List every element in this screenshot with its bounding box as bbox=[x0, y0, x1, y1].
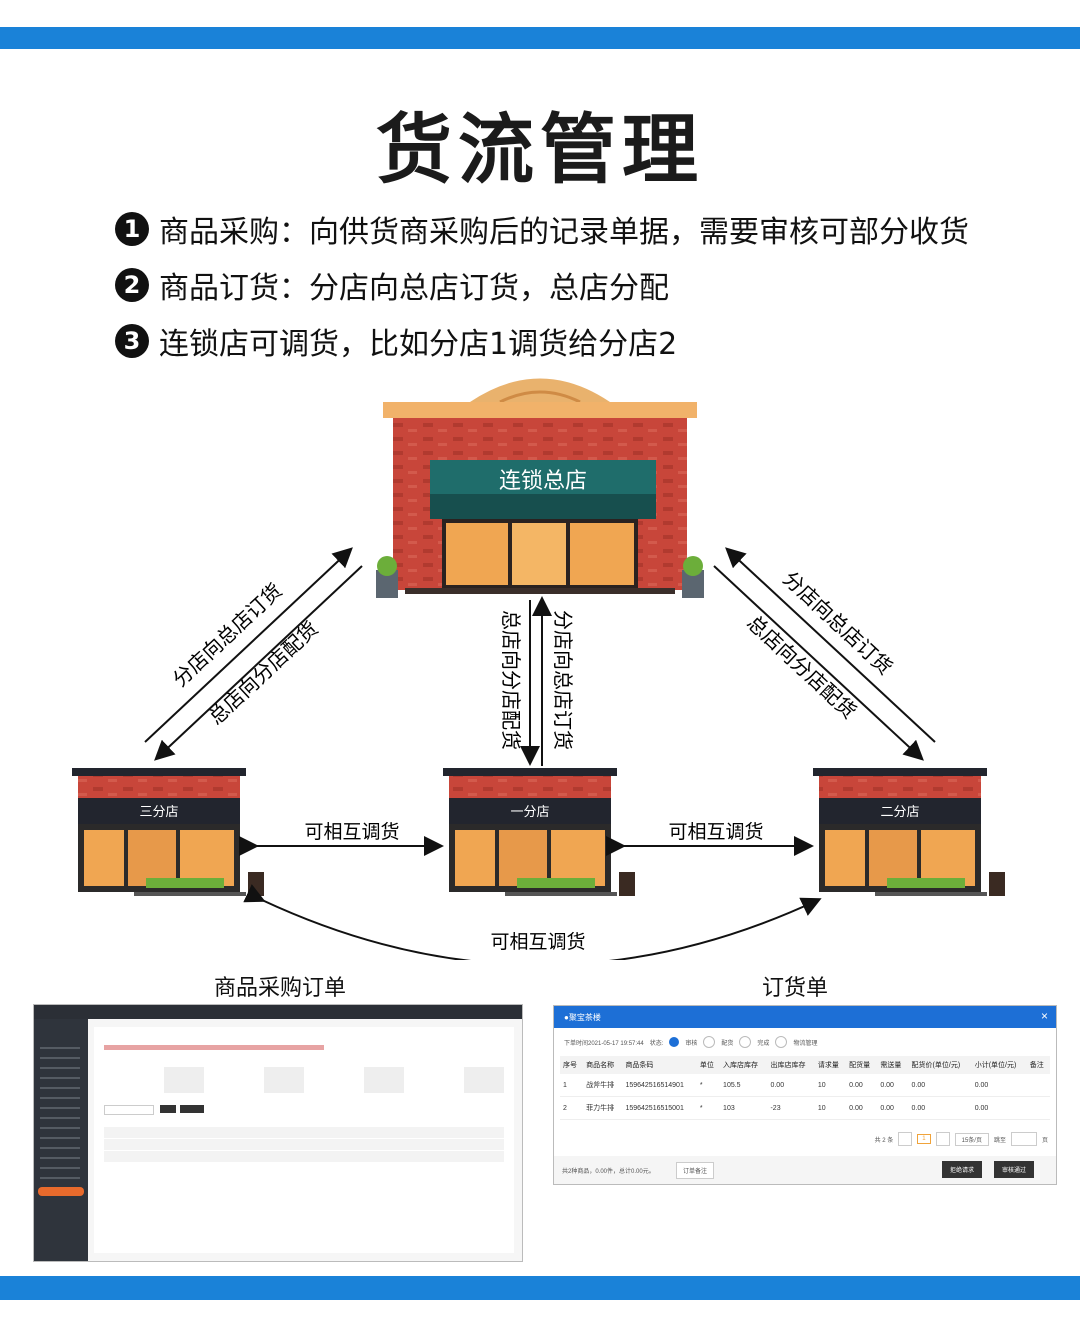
point-2-text: 商品订货：分店向总店订货，总店分配 bbox=[159, 271, 669, 306]
order-pagination: 共 2 条 1 15条/页 跳至 页 bbox=[875, 1132, 1048, 1146]
point-2: 2 商品订货：分店向总店订货，总店分配 bbox=[115, 265, 669, 306]
order-store-name: ●聚宝茶楼 bbox=[564, 1013, 601, 1022]
col-header: 单位 bbox=[696, 1056, 721, 1074]
hq-building: 连锁总店 bbox=[376, 378, 704, 598]
purchase-sidebar bbox=[34, 1019, 88, 1261]
step-3: 完成 bbox=[757, 1040, 770, 1047]
order-table-header: 序号 商品名称 商品条码 单位 入库店库存 出库店库存 请求量 配货量 需送量 … bbox=[560, 1056, 1050, 1074]
col-header: 需送量 bbox=[877, 1056, 909, 1074]
arrow-right-up bbox=[725, 547, 936, 743]
number-badge-2: 2 bbox=[115, 268, 149, 302]
purchase-topbar bbox=[34, 1005, 522, 1019]
number-badge-1: 1 bbox=[115, 212, 149, 246]
store-mid: 一分店 bbox=[443, 768, 635, 896]
purchase-content bbox=[94, 1027, 514, 1253]
close-icon[interactable]: × bbox=[1040, 1009, 1048, 1023]
pager-total: 共 2 条 bbox=[874, 1137, 894, 1144]
supply-flow-diagram: 连锁总店 三分店 一分店 二分店 bbox=[72, 378, 1005, 960]
order-footer: 共2种商品，0.00件，总计0.00元。 订单备注 拒绝请求 审核通过 bbox=[554, 1156, 1056, 1184]
approve-button[interactable]: 审核通过 bbox=[994, 1161, 1035, 1178]
arrow-transfer-bottom bbox=[243, 884, 822, 960]
col-header: 配货价(单位/元) bbox=[908, 1056, 972, 1074]
label-mid-left: 总店向分店配货 bbox=[499, 610, 523, 750]
step-4-icon bbox=[775, 1036, 788, 1048]
order-status-label: 状态: bbox=[649, 1040, 664, 1047]
point-3: 3 连锁店可调货，比如分店1调货给分店2 bbox=[115, 321, 678, 362]
pager-goto-input[interactable] bbox=[1010, 1132, 1037, 1146]
point-3-text: 连锁店可调货，比如分店1调货给分店2 bbox=[159, 327, 678, 362]
number-badge-3: 3 bbox=[115, 324, 149, 358]
store-left-label: 三分店 bbox=[139, 805, 178, 820]
bottom-accent-bar bbox=[0, 1276, 1080, 1300]
purchase-section-title: 商品采购订单 bbox=[214, 976, 347, 1001]
col-header: 商品名称 bbox=[583, 1056, 623, 1074]
step-2-icon bbox=[703, 1036, 716, 1048]
col-header: 备注 bbox=[1026, 1056, 1050, 1074]
step-4: 物流管理 bbox=[793, 1040, 818, 1047]
pager-size-select[interactable]: 15条/页 bbox=[954, 1132, 989, 1146]
order-sheet-screenshot: ●聚宝茶楼 × 下单时间2021-05-17 19:57:44 状态: 审核 配… bbox=[553, 1005, 1057, 1185]
store-mid-label: 一分店 bbox=[510, 805, 549, 820]
order-note-button[interactable]: 订单备注 bbox=[676, 1162, 715, 1179]
label-transfer-bottom: 可相互调货 bbox=[490, 931, 585, 953]
step-1-icon bbox=[669, 1037, 680, 1047]
store-left: 三分店 bbox=[72, 768, 264, 896]
hq-label: 连锁总店 bbox=[499, 469, 587, 494]
label-transfer-left: 可相互调货 bbox=[304, 821, 399, 843]
order-time: 下单时间2021-05-17 19:57:44 bbox=[564, 1040, 644, 1047]
top-accent-bar bbox=[0, 27, 1080, 49]
purchase-sidebar-active-item bbox=[38, 1187, 84, 1196]
col-header: 序号 bbox=[560, 1056, 584, 1074]
reject-button[interactable]: 拒绝请求 bbox=[942, 1161, 983, 1178]
label-mid-right: 分店向总店订货 bbox=[551, 610, 575, 750]
col-header: 入库店库存 bbox=[720, 1056, 768, 1074]
col-header: 请求量 bbox=[814, 1056, 847, 1074]
pager-prev-icon[interactable] bbox=[898, 1132, 913, 1146]
pager-unit: 页 bbox=[1041, 1137, 1048, 1144]
order-header: ●聚宝茶楼 × bbox=[554, 1006, 1056, 1028]
step-2: 配货 bbox=[721, 1040, 734, 1047]
order-table: 序号 商品名称 商品条码 单位 入库店库存 出库店库存 请求量 配货量 需送量 … bbox=[560, 1056, 1050, 1120]
step-3-icon bbox=[739, 1036, 752, 1048]
arrow-right-down bbox=[713, 565, 924, 761]
label-transfer-right: 可相互调货 bbox=[668, 821, 763, 843]
step-1: 审核 bbox=[685, 1040, 698, 1047]
col-header: 小计(单位/元) bbox=[971, 1056, 1027, 1074]
pager-next-icon[interactable] bbox=[935, 1132, 950, 1146]
store-right: 二分店 bbox=[813, 768, 1005, 896]
col-header: 出库店库存 bbox=[767, 1056, 815, 1074]
pager-current[interactable]: 1 bbox=[917, 1134, 931, 1144]
table-row[interactable]: 1 战斧牛排 15964251651490​1 * 105.5 0.00 10 … bbox=[560, 1074, 1050, 1097]
col-header: 商品条码 bbox=[622, 1056, 697, 1074]
arrow-left-up bbox=[144, 547, 353, 743]
purchase-order-screenshot bbox=[33, 1004, 523, 1262]
point-1: 1 商品采购：向供货商采购后的记录单据，需要审核可部分收货 bbox=[115, 209, 969, 250]
order-summary: 共2种商品，0.00件，总计0.00元。 bbox=[562, 1169, 655, 1175]
store-right-label: 二分店 bbox=[880, 805, 919, 820]
point-1-text: 商品采购：向供货商采购后的记录单据，需要审核可部分收货 bbox=[159, 215, 969, 250]
page-title: 货流管理 bbox=[376, 105, 704, 194]
pager-goto-label: 跳至 bbox=[993, 1137, 1006, 1144]
col-header: 配货量 bbox=[846, 1056, 878, 1074]
arrow-left-down bbox=[154, 565, 363, 761]
order-section-title: 订货单 bbox=[762, 976, 829, 1001]
table-row[interactable]: 2 菲力牛排 159642516515001 * 103 -23 10 0.00… bbox=[560, 1096, 1050, 1120]
order-status-row: 下单时间2021-05-17 19:57:44 状态: 审核 配货 完成 物流管… bbox=[564, 1036, 817, 1048]
